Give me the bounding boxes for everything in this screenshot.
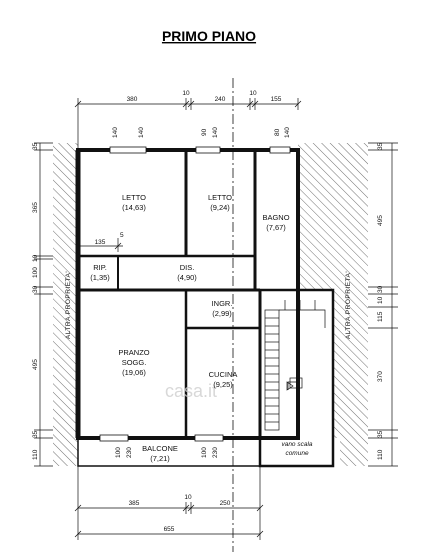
window-mark-140a: 140 xyxy=(112,127,119,138)
dim-right-110: 110 xyxy=(377,449,384,460)
side-label-right: ALTRA PROPRIETA' xyxy=(345,271,352,339)
dim-right-10: 10 xyxy=(377,296,384,304)
dim-right-115: 115 xyxy=(377,311,384,322)
inner-dimension xyxy=(78,238,123,252)
side-label-left: ALTRA PROPRIETA' xyxy=(65,271,72,339)
dim-bottom-250: 250 xyxy=(220,500,231,507)
balcony-mark-230b: 230 xyxy=(212,447,219,458)
dim-top-380: 380 xyxy=(127,96,138,103)
plan-title: PRIMO PIANO xyxy=(162,28,256,44)
room-letto-1-area: (14,63) xyxy=(122,203,146,212)
hatch-bottom-right xyxy=(340,438,368,466)
left-dimension-line xyxy=(34,142,53,467)
dim-left-35a: 35 xyxy=(32,142,39,150)
dim-bottom-655: 655 xyxy=(164,526,175,533)
bottom-dimension-lines xyxy=(74,466,264,540)
room-cucina-name: CUCINA xyxy=(209,370,238,379)
dim-top-10b: 10 xyxy=(249,90,257,97)
hatch-left xyxy=(53,143,78,438)
room-rip-area: (1,35) xyxy=(90,273,110,282)
top-dimension-line xyxy=(74,98,302,150)
window-mark-90: 90 xyxy=(201,128,208,136)
dim-bottom-10: 10 xyxy=(184,494,192,501)
right-dimension-line xyxy=(368,142,398,467)
hatch-bottom-left xyxy=(53,438,78,466)
dim-top-10a: 10 xyxy=(182,90,190,97)
dim-top-240: 240 xyxy=(215,96,226,103)
room-pranzo-area: (19,06) xyxy=(122,368,146,377)
room-balcone-area: (7,21) xyxy=(150,454,170,463)
dim-left-10: 10 xyxy=(32,254,39,262)
room-letto-1-name: LETTO xyxy=(122,193,146,202)
dim-left-110: 110 xyxy=(32,449,39,460)
stair xyxy=(264,300,326,431)
balcony-mark-100b: 100 xyxy=(201,447,208,458)
dim-right-30: 30 xyxy=(377,285,384,293)
dim-left-35b: 35 xyxy=(32,430,39,438)
watermark-logo: casa.it xyxy=(165,381,217,401)
room-cucina-area: (9,25) xyxy=(213,380,233,389)
room-bagno-area: (7,67) xyxy=(266,223,286,232)
windows xyxy=(99,146,291,442)
room-letto-2-name: LETTO xyxy=(208,193,232,202)
dim-left-495: 495 xyxy=(32,359,39,370)
dim-left-365: 365 xyxy=(32,202,39,213)
dim-top-155: 155 xyxy=(271,96,282,103)
dim-bottom-385: 385 xyxy=(129,500,140,507)
stair-label-1: vano scala xyxy=(281,441,312,448)
room-pranzo-name-2: SOGG. xyxy=(122,358,147,367)
dim-right-35a: 35 xyxy=(377,142,384,150)
dim-right-495: 495 xyxy=(377,215,384,226)
dim-inner-5: 5 xyxy=(120,232,124,239)
window-mark-80: 80 xyxy=(274,128,281,136)
balcony-mark-230a: 230 xyxy=(126,447,133,458)
hatch-right xyxy=(298,143,368,290)
room-balcone-name: BALCONE xyxy=(142,444,178,453)
room-dis-area: (4,90) xyxy=(177,273,197,282)
hatch-right-lower xyxy=(333,290,368,438)
dim-right-35b: 35 xyxy=(377,430,384,438)
room-letto-2-area: (9,24) xyxy=(210,203,230,212)
stair-label-2: comune xyxy=(285,450,309,457)
room-pranzo-name: PRANZO xyxy=(118,348,149,357)
room-ingr-name: INGR. xyxy=(212,299,233,308)
room-bagno-name: BAGNO xyxy=(262,213,289,222)
dim-inner-135: 135 xyxy=(95,239,106,246)
dim-left-100: 100 xyxy=(32,267,39,278)
window-mark-140b: 140 xyxy=(138,127,145,138)
window-mark-140c: 140 xyxy=(212,127,219,138)
room-dis-name: DIS. xyxy=(180,263,195,272)
dim-left-30: 30 xyxy=(32,285,39,293)
balcony-mark-100a: 100 xyxy=(115,447,122,458)
dim-right-370: 370 xyxy=(377,371,384,382)
walls xyxy=(75,148,335,468)
window-mark-140d: 140 xyxy=(284,127,291,138)
room-ingr-area: (2,99) xyxy=(212,309,232,318)
room-rip-name: RIP. xyxy=(93,263,107,272)
